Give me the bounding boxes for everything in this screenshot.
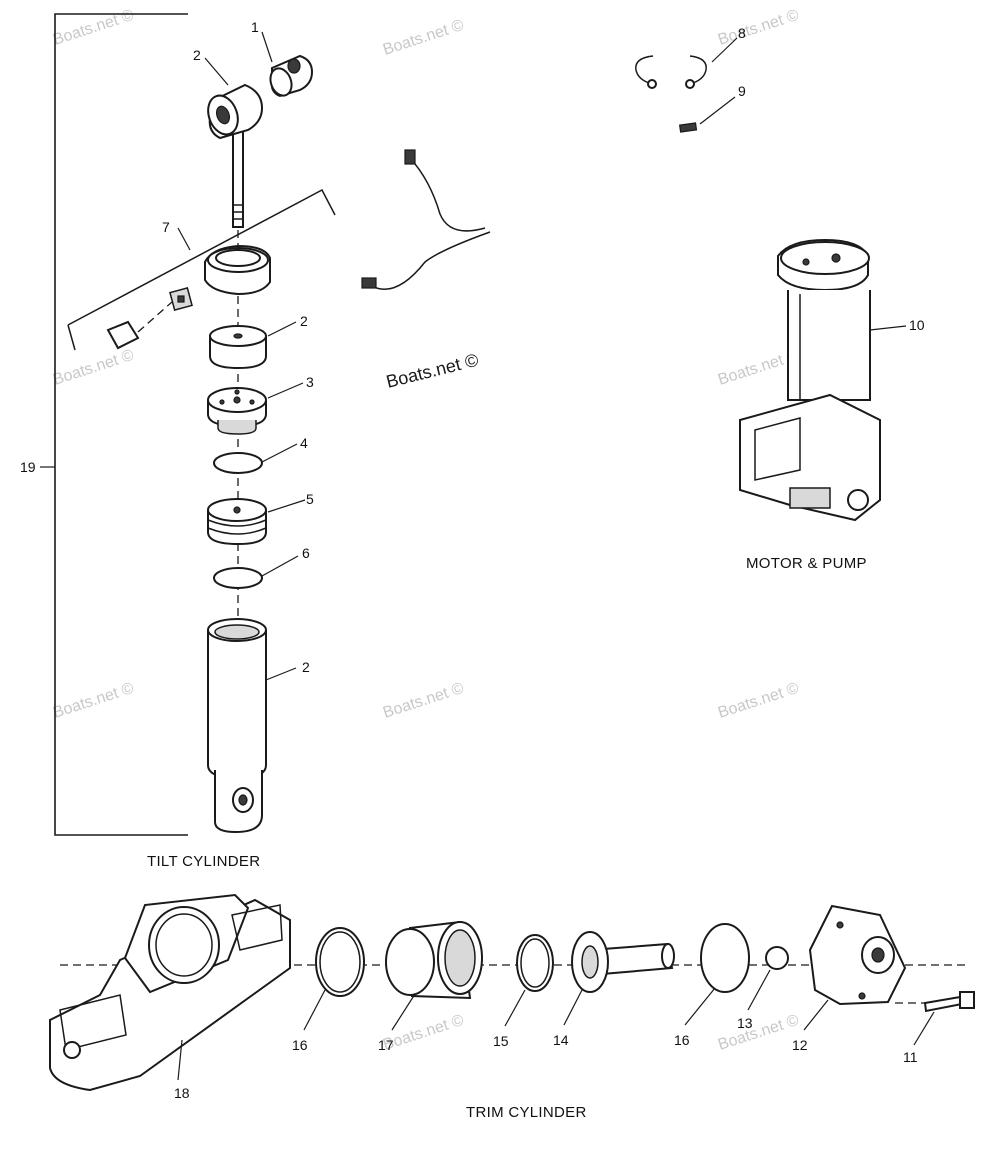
trim-cylinder-assembly <box>49 893 975 1092</box>
watermark: Boats.net © <box>51 680 136 722</box>
callout-4: 4 <box>300 435 308 451</box>
callouts: 1 2 7 2 3 4 5 6 2 19 8 9 10 16 17 15 14 … <box>20 19 925 1101</box>
callout-16: 16 <box>674 1032 690 1048</box>
callout-8: 8 <box>738 25 746 41</box>
bolt-part <box>895 991 975 1013</box>
tilt-cylinder-body <box>207 618 267 834</box>
watermark: Boats.net © <box>716 7 801 49</box>
o-ring-part <box>213 567 263 589</box>
ringed-piston-part <box>207 498 267 546</box>
callout-15: 15 <box>493 1033 509 1049</box>
callout-12: 12 <box>792 1037 808 1053</box>
sleeve-part <box>385 920 483 1000</box>
clamp-part <box>67 188 336 351</box>
watermark-main: Boats.net © <box>384 350 480 392</box>
leader-lines <box>177 31 935 1081</box>
end-cap-part <box>808 904 907 1006</box>
watermark: Boats.net © <box>716 1012 801 1054</box>
callout-3: 3 <box>306 374 314 390</box>
tilt-cylinder-title: TILT CYLINDER <box>147 853 260 870</box>
pin-part <box>678 122 698 133</box>
bushing-part <box>269 54 314 98</box>
watermark: Boats.net © <box>716 680 801 722</box>
callout-2: 2 <box>193 47 201 63</box>
callout-9: 9 <box>738 83 746 99</box>
callout-2: 2 <box>300 313 308 329</box>
callout-6: 6 <box>302 545 310 561</box>
callout-13: 13 <box>737 1015 753 1031</box>
ball-part <box>765 946 789 970</box>
callout-19: 19 <box>20 459 36 475</box>
watermark: Boats.net © <box>381 1012 466 1054</box>
callout-1: 1 <box>251 19 259 35</box>
callout-11: 11 <box>903 1049 918 1065</box>
clips-part <box>635 55 707 89</box>
ring-part <box>516 934 554 992</box>
callout-7: 7 <box>162 219 170 235</box>
trim-cylinder-title: TRIM CYLINDER <box>466 1104 587 1121</box>
o-ring-part <box>315 927 365 997</box>
callout-14: 14 <box>553 1032 569 1048</box>
motor-pump-part <box>361 149 881 522</box>
motor-pump-title: MOTOR & PUMP <box>746 555 867 572</box>
watermark: Boats.net © <box>51 7 136 49</box>
piston-part <box>209 325 267 370</box>
o-ring-part <box>213 452 263 474</box>
callout-16: 16 <box>292 1037 308 1053</box>
watermark: Boats.net © <box>51 347 136 389</box>
trim-housing-part <box>49 893 291 1092</box>
tilt-stack <box>207 296 267 620</box>
callout-17: 17 <box>378 1037 394 1053</box>
watermarks: Boats.net © Boats.net © Boats.net © Boat… <box>51 7 801 1054</box>
callout-5: 5 <box>306 491 314 507</box>
group-titles: TILT CYLINDER MOTOR & PUMP TRIM CYLINDER <box>147 555 867 1121</box>
trim-piston-part <box>571 931 675 993</box>
watermark: Boats.net © <box>381 17 466 59</box>
watermark: Boats.net © <box>381 680 466 722</box>
callout-10: 10 <box>909 317 925 333</box>
callout-2: 2 <box>302 659 310 675</box>
tilt-cylinder-bracket <box>40 13 188 836</box>
valve-part <box>207 387 267 435</box>
o-ring-part <box>700 923 750 993</box>
callout-18: 18 <box>174 1085 190 1101</box>
eye-rod-part <box>207 83 264 228</box>
